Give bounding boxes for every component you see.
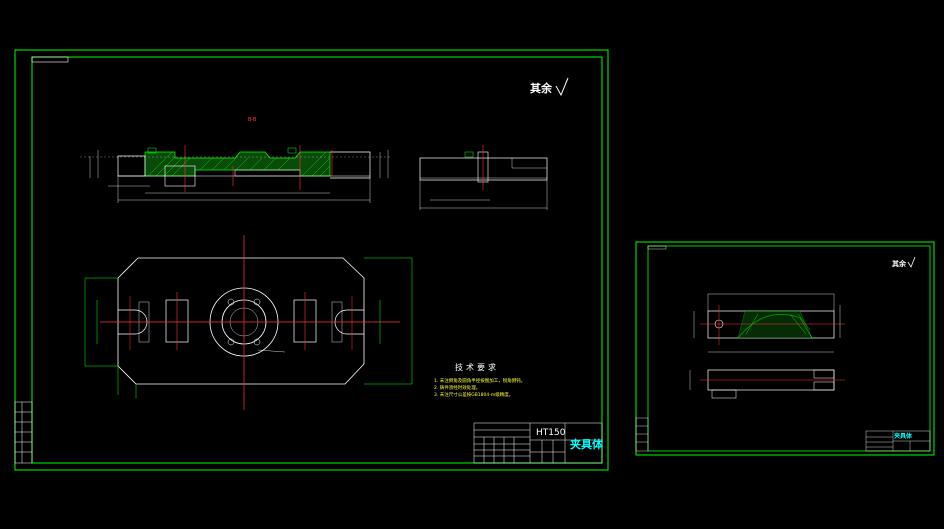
- side-inner-border: [647, 245, 931, 452]
- main-inner-border: [31, 56, 603, 464]
- tech-requirements-title: 技术要求: [455, 363, 499, 372]
- tech-note-1: 1. 未注倒角及圆角半径按图加工，锐角倒钝。: [434, 379, 526, 384]
- title-block-part-name: 夹具体: [570, 438, 603, 451]
- tech-note-3: 3. 未注尺寸公差按GB1804-m级精度。: [434, 393, 514, 398]
- main-roughness-note: 其余: [530, 82, 552, 95]
- side-title-block: [865, 430, 931, 452]
- side-part-view-top: [693, 293, 845, 353]
- side-outer-border: [635, 241, 935, 456]
- side-sheet: [635, 241, 935, 456]
- side-roughness-note: 其余: [892, 260, 906, 268]
- title-block-material: HT150: [536, 428, 566, 438]
- plan-outline: [117, 257, 365, 385]
- front-section-view: [80, 145, 390, 203]
- side-view: [419, 145, 548, 210]
- main-outer-border: [14, 49, 609, 471]
- main-corner-tag: [31, 56, 69, 63]
- main-title-block: [473, 422, 603, 464]
- plan-view: [84, 235, 413, 410]
- roughness-symbol: [555, 77, 569, 97]
- side-part-view-bottom: [689, 369, 845, 399]
- main-sheet: [14, 49, 609, 471]
- side-title-block-part-name: 夹具体: [894, 433, 913, 440]
- section-label: B-B: [248, 117, 257, 123]
- tech-note-2: 2. 铸件须经时效处理。: [434, 386, 481, 391]
- main-left-strip: [14, 401, 33, 464]
